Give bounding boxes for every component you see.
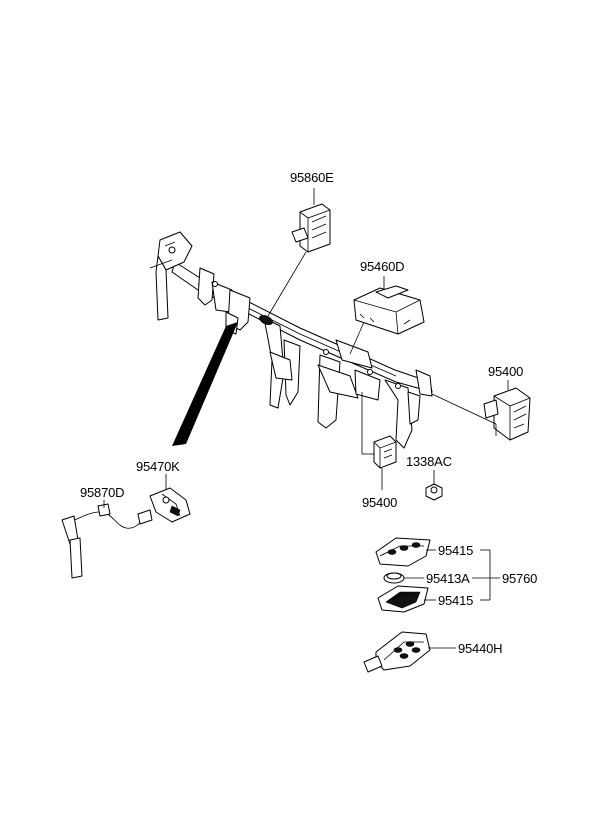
part-95860E-connector [291,203,331,253]
part-95470K-antenna [149,487,191,523]
part-95400-module-right [483,387,531,441]
part-95870D-cable [61,503,153,579]
part-95415-key-lower [377,585,429,613]
cowl-crossbar-assembly [149,231,433,449]
label-95460D: 95460D [360,259,404,274]
label-95415-lower: 95415 [438,593,473,608]
label-95440H: 95440H [458,641,502,656]
part-95460D-module [353,285,425,335]
part-95415-key-upper [375,537,431,567]
part-95440H-smart-key [363,631,431,673]
part-95413A-battery [383,572,405,584]
label-1338AC: 1338AC [406,454,452,469]
part-1338AC-nut [425,483,443,501]
label-95400-lower: 95400 [362,495,397,510]
label-95470K: 95470K [136,459,180,474]
label-95413A: 95413A [426,571,470,586]
harness-wedge [172,322,238,446]
label-95415-upper: 95415 [438,543,473,558]
label-95870D: 95870D [80,485,124,500]
label-95760: 95760 [502,571,537,586]
part-95400-module-lower [373,435,397,469]
label-95400-right: 95400 [488,364,523,379]
bracket-95760 [472,549,500,601]
label-95860E: 95860E [290,170,334,185]
